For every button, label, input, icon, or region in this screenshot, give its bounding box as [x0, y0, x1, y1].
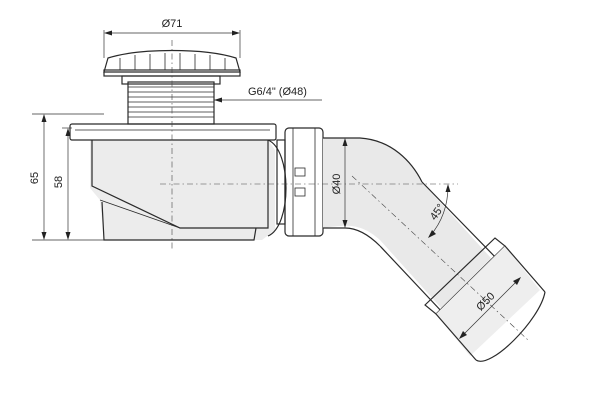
label-body-height: 58: [53, 176, 65, 188]
label-thread: G6/4" (Ø48): [248, 86, 307, 98]
coupling-nut: [276, 127, 324, 237]
center-lines: [160, 40, 529, 341]
dimension-outlet-diameter: Ø40: [331, 138, 348, 228]
dimension-thread: G6/4" (Ø48): [214, 86, 322, 103]
label-overall-height: 65: [29, 172, 41, 184]
dimension-top-diameter: Ø71: [103, 18, 241, 58]
outlet-elbow-pipe: [323, 137, 546, 362]
label-outlet-diameter: Ø40: [331, 174, 343, 195]
dimension-body-height: 58: [53, 127, 72, 240]
threaded-neck: [121, 75, 221, 125]
label-top-diameter: Ø71: [162, 18, 183, 30]
drain-body: [69, 123, 287, 241]
